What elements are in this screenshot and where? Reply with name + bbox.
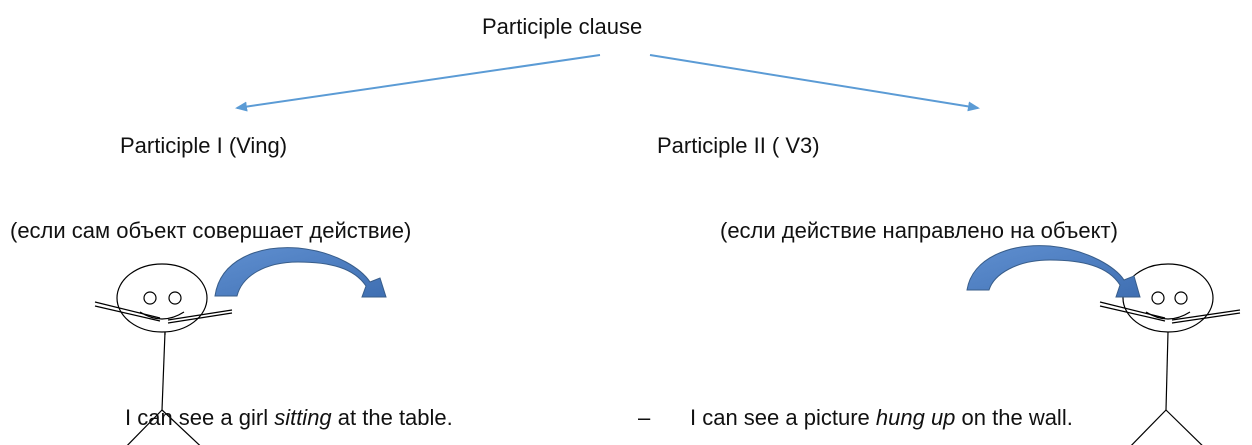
participle-one-heading: Participle I (Ving) — [120, 133, 288, 158]
right-figure-arm — [1171, 309, 1241, 321]
left-figure-head — [116, 263, 208, 333]
example-emphasis: hung up — [875, 405, 956, 430]
right-figure-eye — [1174, 291, 1188, 305]
left-figure-arm — [94, 301, 161, 319]
left-figure-eye — [143, 291, 157, 305]
participle-two-heading: Participle II ( V3) — [657, 133, 820, 158]
right-figure-head — [1122, 263, 1214, 333]
left-figure-leg — [161, 409, 201, 445]
right-figure-arm — [1171, 312, 1241, 324]
example-text: I can see a picture — [690, 405, 876, 430]
right-figure-eye — [1151, 291, 1165, 305]
diagram-title: Participle clause — [482, 14, 643, 39]
right-stick-figure — [1099, 263, 1241, 445]
right-figure-arm — [1099, 305, 1166, 322]
right-figure-leg — [1130, 409, 1167, 445]
left-curved-arrow — [214, 247, 387, 298]
left-figure-body — [161, 331, 166, 411]
left-figure-eye — [168, 291, 182, 305]
participle-one-description: (если сам объект совершает действие) — [10, 218, 412, 243]
left-figure-arm — [167, 309, 233, 321]
example-separator: – — [638, 405, 651, 430]
right-figure-leg — [1165, 409, 1203, 445]
left-stick-figure — [94, 263, 233, 445]
right-curved-arrow — [966, 245, 1141, 298]
participle-one-example: I can see a girl sitting at the table. — [125, 405, 453, 431]
example-text: at the table. — [331, 405, 453, 430]
left-figure-arm — [94, 305, 161, 322]
example-text: on the wall. — [955, 405, 1073, 430]
right-branch-arrow — [649, 54, 980, 112]
example-text: I can see a girl — [125, 405, 275, 430]
participle-two-example: I can see a picture hung up on the wall. — [690, 405, 1073, 431]
right-figure-body — [1165, 331, 1169, 411]
right-figure-arm — [1099, 301, 1166, 319]
left-figure-arm — [167, 312, 233, 324]
left-branch-arrow — [235, 54, 601, 112]
participle-two-description: (если действие направлено на объект) — [720, 218, 1118, 243]
left-figure-leg — [126, 409, 163, 445]
example-emphasis: sitting — [274, 405, 332, 430]
